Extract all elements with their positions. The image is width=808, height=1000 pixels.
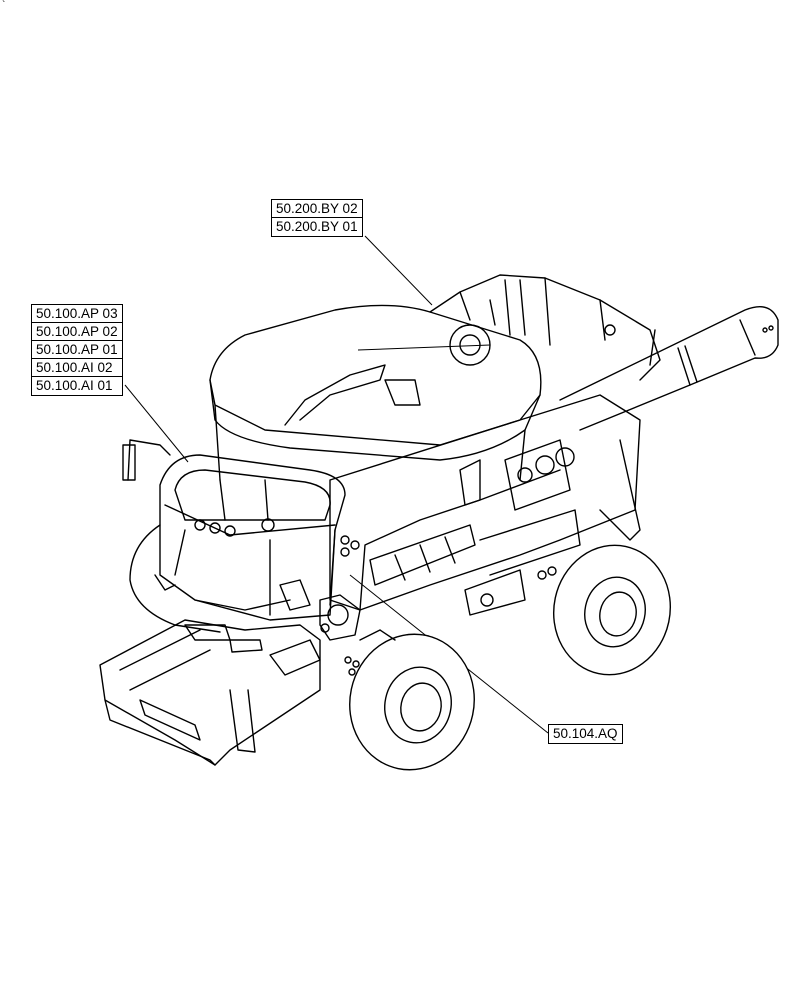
callout-top: 50.200.BY 02 50.200.BY 01 bbox=[271, 199, 363, 237]
leader-lines bbox=[124, 235, 549, 734]
callout-left: 50.100.AP 03 50.100.AP 02 50.100.AP 01 5… bbox=[31, 304, 123, 396]
part-ref-label[interactable]: 50.100.AP 02 bbox=[32, 323, 122, 341]
rear-wheel bbox=[552, 544, 672, 676]
left-fender bbox=[129, 524, 221, 633]
part-ref-label[interactable]: 50.104.AQ bbox=[553, 726, 618, 741]
part-ref-label[interactable]: 50.100.AP 03 bbox=[32, 305, 122, 323]
leader-line-top bbox=[364, 235, 433, 306]
part-ref-label[interactable]: 50.100.AI 02 bbox=[32, 359, 122, 377]
part-ref-label[interactable]: 50.200.BY 01 bbox=[276, 219, 358, 234]
feeder-house bbox=[99, 594, 361, 766]
grain-tank bbox=[209, 304, 542, 481]
leader-line-left bbox=[124, 384, 189, 463]
front-wheel bbox=[344, 629, 475, 771]
part-ref-label[interactable]: 50.200.BY 02 bbox=[272, 200, 362, 218]
cab bbox=[122, 439, 360, 621]
part-ref-label[interactable]: 50.100.AI 01 bbox=[36, 378, 113, 393]
main-body bbox=[329, 394, 641, 616]
engine-platform bbox=[429, 274, 661, 381]
corner-mark: ` bbox=[2, 0, 6, 11]
unloading-auger bbox=[559, 306, 779, 541]
callout-bottom-right: 50.104.AQ bbox=[548, 724, 623, 744]
part-ref-label[interactable]: 50.100.AP 01 bbox=[32, 341, 122, 359]
